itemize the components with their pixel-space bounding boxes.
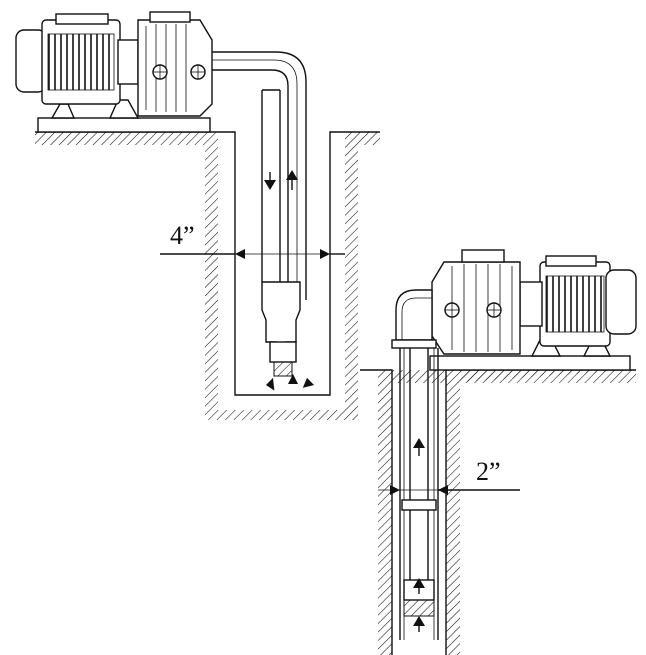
left-dimension: 4” [160,221,345,259]
left-elbow-pipe [212,51,307,300]
right-flow-arrows [413,438,425,632]
left-installation: 4” [15,11,380,420]
right-ground [360,369,636,655]
right-pump-head [431,249,521,355]
left-motor [15,13,139,105]
right-dimension-label: 2” [476,457,501,486]
right-elbow [391,289,437,349]
right-pump-base [429,339,631,371]
left-flow-arrows [264,170,315,391]
right-dimension: 2” [378,457,520,495]
right-installation: 2” [360,249,637,655]
left-pump-head [137,11,213,117]
right-motor [519,255,637,347]
left-ground [35,131,380,420]
left-ejector [261,281,301,377]
right-well-pipes [399,348,439,640]
left-dimension-label: 4” [170,221,195,250]
